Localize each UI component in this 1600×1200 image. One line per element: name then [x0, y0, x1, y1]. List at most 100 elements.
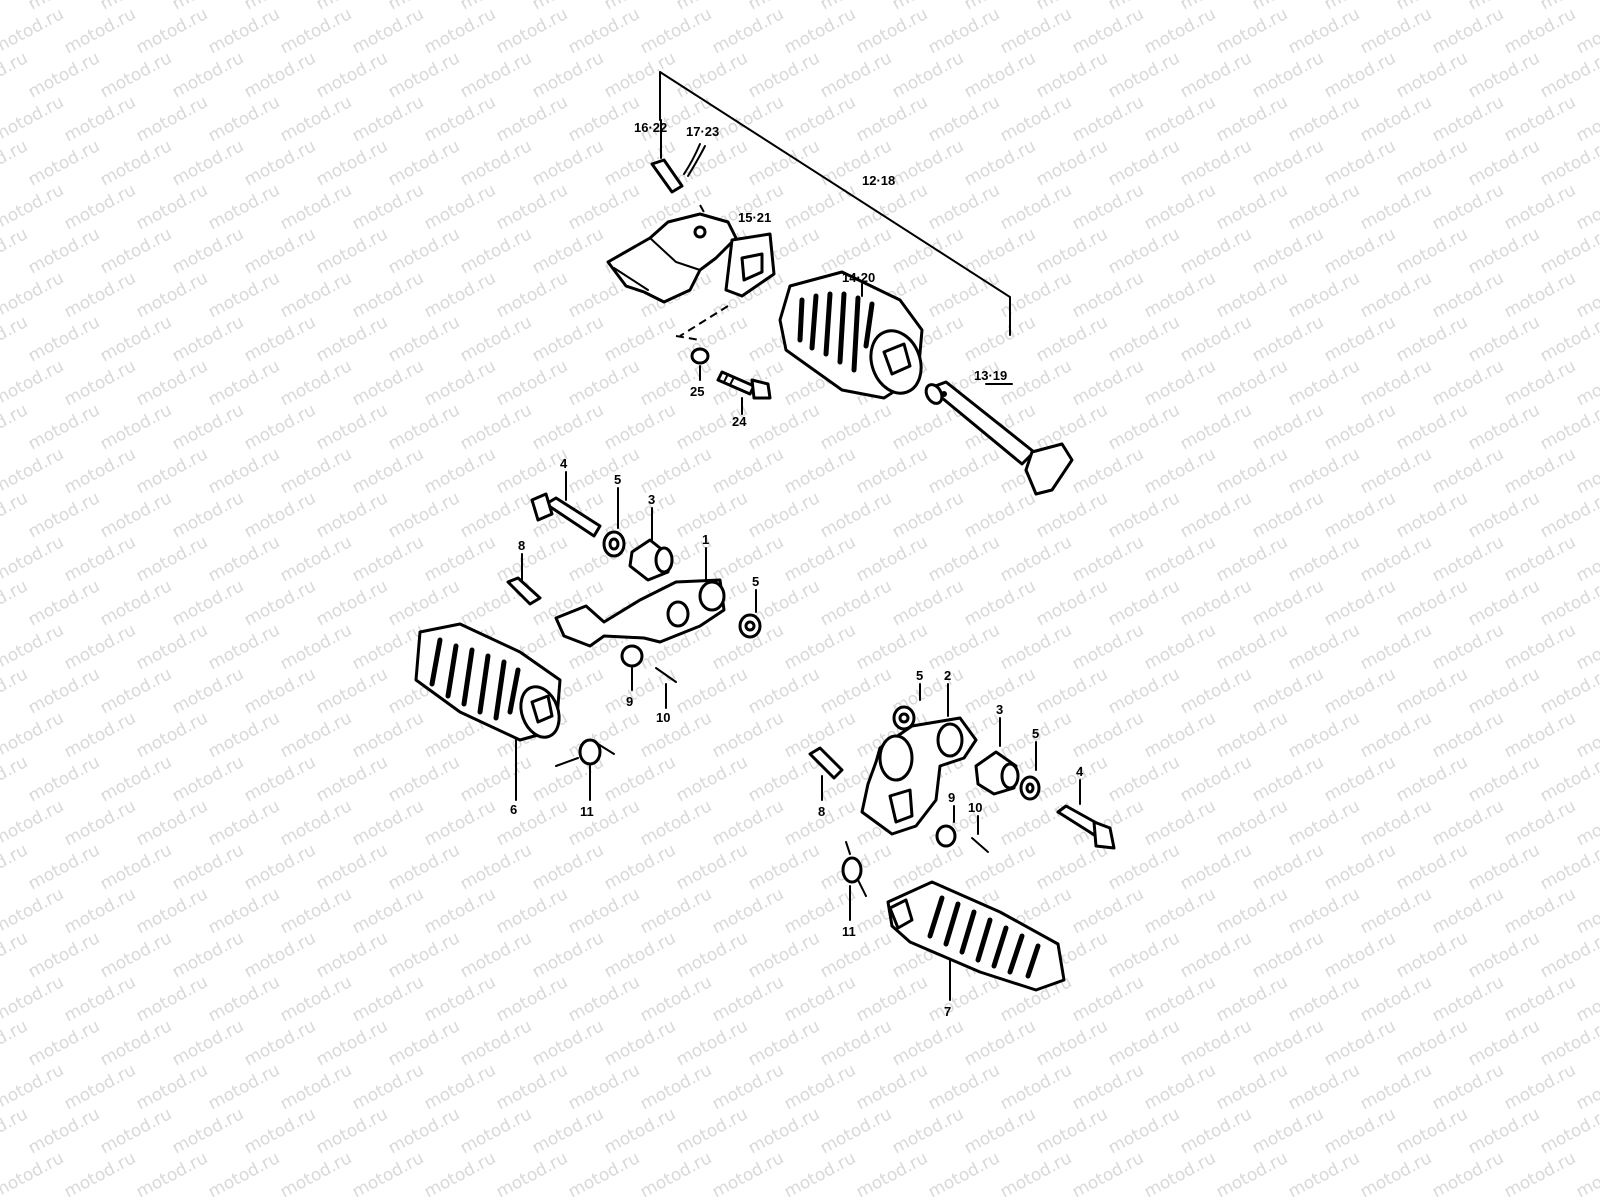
watermark-text: motod.ru: [241, 488, 319, 542]
clip-17-23: [683, 143, 706, 177]
watermark-text: motod.ru: [1465, 400, 1543, 454]
watermark-text: motod.ru: [1069, 356, 1147, 410]
watermark-text: motod.ru: [529, 136, 607, 190]
watermark-text: motod.ru: [1105, 840, 1183, 894]
watermark-text: motod.ru: [61, 180, 139, 234]
watermark-text: motod.ru: [997, 4, 1075, 58]
footpeg-shaft-13-19: [924, 380, 1074, 496]
watermark-text: motod.ru: [25, 488, 103, 542]
watermark-text: motod.ru: [457, 0, 535, 14]
watermark-text: motod.ru: [925, 972, 1003, 1026]
left-spring-11: [555, 738, 615, 801]
watermark-text: motod.ru: [457, 488, 535, 542]
label-left-8: 8: [518, 538, 525, 553]
watermark-text: motod.ru: [961, 576, 1039, 630]
watermark-text: motod.ru: [673, 1104, 751, 1158]
watermark-text: motod.ru: [601, 1104, 679, 1158]
watermark-text: motod.ru: [1213, 92, 1291, 146]
watermark-text: motod.ru: [1393, 1104, 1471, 1158]
watermark-text: motod.ru: [169, 136, 247, 190]
watermark-text: motod.ru: [1069, 884, 1147, 938]
watermark-text: motod.ru: [0, 0, 31, 14]
watermark-text: motod.ru: [1321, 136, 1399, 190]
watermark-text: motod.ru: [349, 92, 427, 146]
watermark-text: motod.ru: [133, 4, 211, 58]
watermark-text: motod.ru: [0, 312, 31, 366]
watermark-text: motod.ru: [133, 356, 211, 410]
watermark-text: motod.ru: [133, 620, 211, 674]
watermark-text: motod.ru: [25, 1104, 103, 1158]
watermark-text: motod.ru: [1321, 1104, 1399, 1158]
watermark-text: motod.ru: [313, 224, 391, 278]
watermark-text: motod.ru: [313, 664, 391, 718]
watermark-text: motod.ru: [781, 4, 859, 58]
watermark-text: motod.ru: [277, 4, 355, 58]
watermark-text: motod.ru: [1249, 840, 1327, 894]
watermark-text: motod.ru: [1429, 884, 1507, 938]
watermark-text: motod.ru: [97, 752, 175, 806]
watermark-text: motod.ru: [709, 796, 787, 850]
watermark-text: motod.ru: [1429, 4, 1507, 58]
watermark-text: motod.ru: [133, 532, 211, 586]
label-right-4: 4: [1076, 764, 1084, 779]
watermark-text: motod.ru: [313, 840, 391, 894]
watermark-text: motod.ru: [457, 1016, 535, 1070]
watermark-text: motod.ru: [97, 488, 175, 542]
watermark-text: motod.ru: [1393, 48, 1471, 102]
watermark-text: motod.ru: [565, 356, 643, 410]
watermark-text: motod.ru: [961, 840, 1039, 894]
watermark-text: motod.ru: [313, 752, 391, 806]
watermark-text: motod.ru: [169, 488, 247, 542]
watermark-text: motod.ru: [385, 840, 463, 894]
watermark-text: motod.ru: [1177, 752, 1255, 806]
watermark-text: motod.ru: [133, 180, 211, 234]
watermark-text: motod.ru: [97, 400, 175, 454]
watermark-text: motod.ru: [745, 1016, 823, 1070]
watermark-text: motod.ru: [97, 576, 175, 630]
watermark-text: motod.ru: [1573, 532, 1600, 586]
watermark-text: motod.ru: [1141, 4, 1219, 58]
watermark-text: motod.ru: [709, 1060, 787, 1114]
watermark-text: motod.ru: [0, 1016, 31, 1070]
watermark-text: motod.ru: [745, 752, 823, 806]
watermark-text: motod.ru: [457, 1104, 535, 1158]
watermark-text: motod.ru: [205, 972, 283, 1026]
watermark-text: motod.ru: [61, 444, 139, 498]
watermark-text: motod.ru: [565, 180, 643, 234]
watermark-text: motod.ru: [1249, 752, 1327, 806]
watermark-text: motod.ru: [61, 532, 139, 586]
watermark-text: motod.ru: [565, 708, 643, 762]
watermark-text: motod.ru: [1357, 796, 1435, 850]
watermark-text: motod.ru: [853, 180, 931, 234]
watermark-text: motod.ru: [277, 884, 355, 938]
watermark-text: motod.ru: [169, 1104, 247, 1158]
watermark-text: motod.ru: [385, 136, 463, 190]
watermark-text: motod.ru: [493, 1060, 571, 1114]
watermark-text: motod.ru: [205, 180, 283, 234]
watermark-text: motod.ru: [1177, 664, 1255, 718]
watermark-text: motod.ru: [925, 532, 1003, 586]
watermark-text: motod.ru: [1357, 884, 1435, 938]
watermark-text: motod.ru: [205, 356, 283, 410]
watermark-text: motod.ru: [1501, 92, 1579, 146]
watermark-text: motod.ru: [1033, 48, 1111, 102]
watermark-text: motod.ru: [1465, 312, 1543, 366]
watermark-text: motod.ru: [1429, 180, 1507, 234]
label-right-5a: 5: [916, 668, 923, 683]
right-footrest-assembly: [808, 683, 1116, 1001]
watermark-text: motod.ru: [493, 356, 571, 410]
watermark-text: motod.ru: [781, 444, 859, 498]
watermark-text: motod.ru: [1285, 972, 1363, 1026]
watermark-text: motod.ru: [1285, 796, 1363, 850]
watermark-text: motod.ru: [421, 444, 499, 498]
watermark-text: motod.ru: [97, 0, 175, 14]
watermark-text: motod.ru: [565, 4, 643, 58]
watermark-text: motod.ru: [313, 1104, 391, 1158]
watermark-text: motod.ru: [493, 268, 571, 322]
watermark-text: motod.ru: [1177, 0, 1255, 14]
watermark-text: motod.ru: [961, 0, 1039, 14]
watermark-text: motod.ru: [529, 312, 607, 366]
watermark-text: motod.ru: [1321, 400, 1399, 454]
watermark-text: motod.ru: [97, 1016, 175, 1070]
